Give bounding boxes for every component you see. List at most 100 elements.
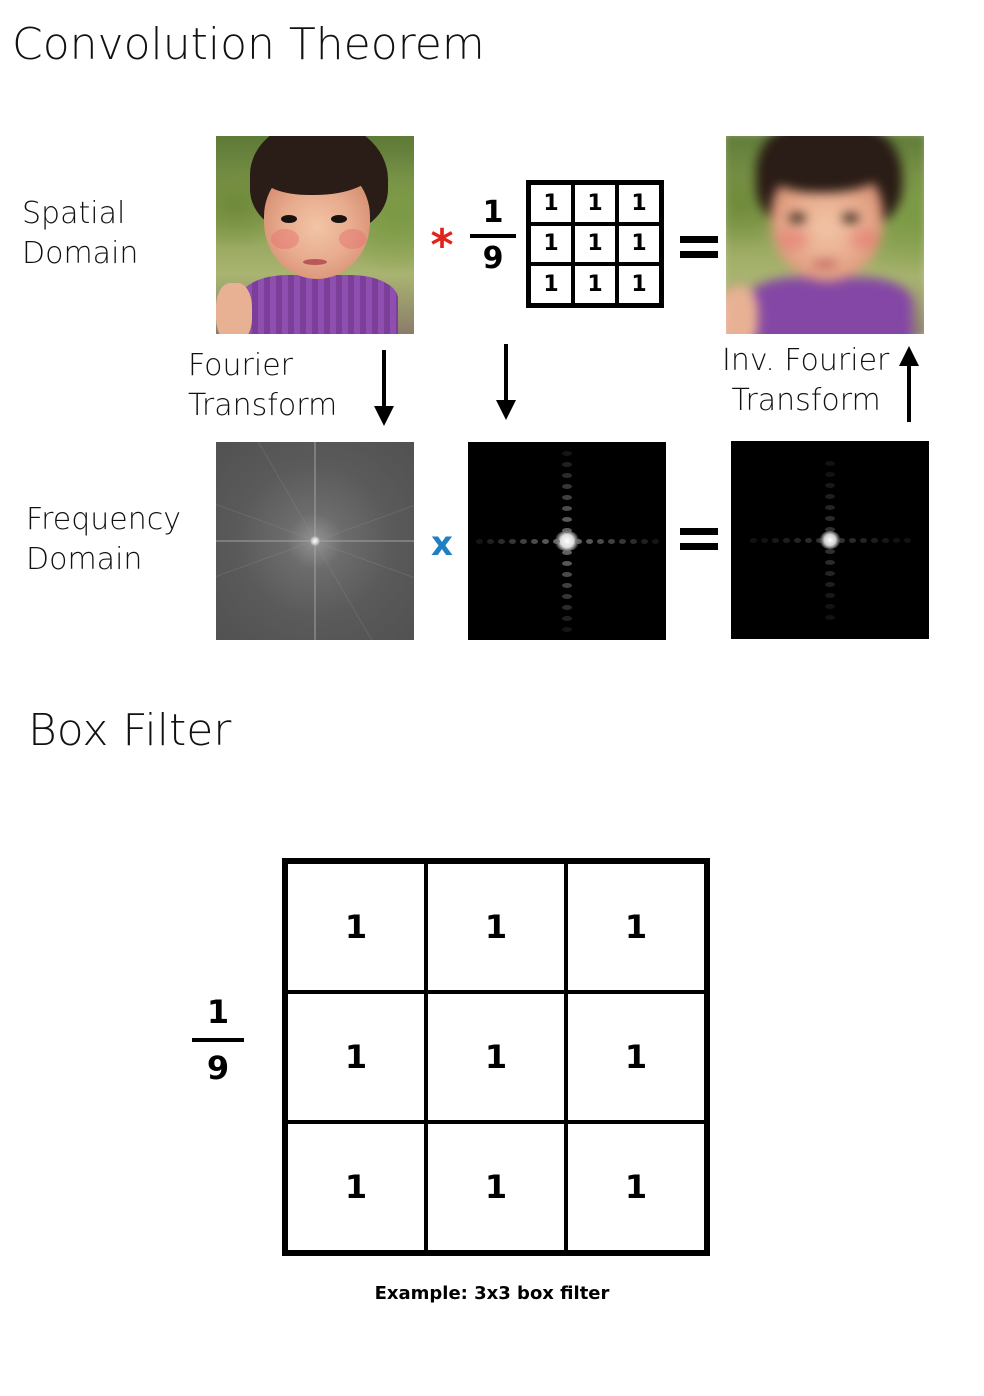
spectrum-dot — [849, 538, 856, 543]
spectrum-dot — [476, 539, 483, 544]
spectrum-dot — [562, 451, 572, 456]
spectrum-dot — [825, 571, 835, 576]
spectrum-dot — [825, 494, 835, 499]
spectrum-dot — [871, 538, 878, 543]
spectrum-dot — [542, 539, 549, 544]
spectrum-dot — [860, 538, 867, 543]
kernel-cell: 1 — [426, 992, 566, 1122]
spectrum-dot — [882, 538, 889, 543]
spectrum-dot — [750, 538, 757, 543]
kernel-cell: 1 — [529, 183, 573, 224]
spectrum-dot — [562, 616, 572, 621]
kernel-cell: 1 — [617, 223, 661, 265]
kernel-cell: 1 — [573, 183, 617, 224]
fraction-denominator: 9 — [206, 1049, 230, 1087]
spectrum-dot — [825, 615, 835, 620]
spectrum-dot — [562, 561, 572, 566]
input-photo — [216, 136, 414, 334]
product-spectrum — [731, 441, 929, 639]
kernel-cell: 1 — [573, 223, 617, 265]
spectrum-dot — [562, 528, 572, 533]
spectrum-dot — [630, 539, 637, 544]
spectrum-dot — [562, 484, 572, 489]
spectrum-dot — [562, 495, 572, 500]
kernel-cell: 1 — [566, 992, 706, 1122]
spectrum-dot — [794, 538, 801, 543]
spectrum-dot — [641, 539, 648, 544]
spectrum-dot — [562, 572, 572, 577]
spectrum-dot — [575, 539, 582, 544]
equals-sign — [680, 236, 718, 266]
spectrum-dot — [562, 627, 572, 632]
down-arrow-icon — [496, 344, 516, 420]
equals-sign — [680, 528, 718, 558]
kernel-cell: 1 — [566, 862, 706, 992]
spectrum-dot — [509, 539, 516, 544]
kernel-cell: 1 — [566, 1122, 706, 1252]
spectrum-dot — [562, 506, 572, 511]
spectrum-dot — [652, 539, 659, 544]
multiplication-operator: x — [431, 524, 453, 564]
kernel-cell: 1 — [617, 264, 661, 305]
spectrum-dot — [825, 582, 835, 587]
kernel-cell: 1 — [286, 992, 426, 1122]
spectrum-dot — [893, 538, 900, 543]
spectrum-dot — [586, 539, 593, 544]
spectrum-dot — [825, 505, 835, 510]
spectrum-dot — [805, 538, 812, 543]
spectrum-dot — [562, 594, 572, 599]
spectrum-dot — [608, 539, 615, 544]
up-arrow-icon — [899, 346, 919, 422]
fraction-bar — [470, 234, 516, 238]
spectrum-dot — [783, 538, 790, 543]
spectrum-dot — [772, 538, 779, 543]
kernel-cell: 1 — [617, 183, 661, 224]
spectrum-dot — [825, 560, 835, 565]
fraction-denominator: 9 — [482, 241, 504, 276]
fourier-transform-label: Fourier Transform — [188, 348, 338, 423]
spectrum-dot — [520, 539, 527, 544]
fraction-numerator: 1 — [482, 195, 504, 230]
box-filter-fraction: 1 9 — [190, 994, 246, 1086]
spectrum-dot — [487, 539, 494, 544]
spectrum-dot — [825, 593, 835, 598]
spectrum-dot — [619, 539, 626, 544]
spectrum-dot — [825, 461, 835, 466]
kernel-cell: 1 — [426, 1122, 566, 1252]
spectrum-dot — [825, 549, 835, 554]
spectrum-dot — [562, 517, 572, 522]
spectrum-dot — [816, 538, 823, 543]
spectrum-dot — [562, 605, 572, 610]
fraction-bar — [192, 1038, 244, 1042]
fraction-numerator: 1 — [206, 993, 230, 1031]
kernel-spectrum — [468, 442, 666, 640]
spectrum-dot — [825, 604, 835, 609]
spectrum-dot — [825, 483, 835, 488]
spectrum-dot — [531, 539, 538, 544]
spectrum-dot — [597, 539, 604, 544]
kernel-cell: 1 — [573, 264, 617, 305]
small-kernel-fraction: 1 9 — [468, 196, 518, 276]
image-spectrum — [216, 442, 414, 640]
spectrum-dot — [562, 462, 572, 467]
kernel-cell: 1 — [529, 223, 573, 265]
spatial-domain-label: Spatial Domain — [22, 196, 139, 271]
spectrum-dot — [553, 539, 560, 544]
kernel-cell: 1 — [426, 862, 566, 992]
down-arrow-icon — [374, 350, 394, 426]
spectrum-dot — [825, 527, 835, 532]
kernel-cell: 1 — [286, 862, 426, 992]
kernel-cell: 1 — [529, 264, 573, 305]
section-title-box-filter: Box Filter — [28, 705, 232, 756]
frequency-domain-label: Frequency Domain — [26, 502, 181, 577]
page-title: Convolution Theorem — [12, 19, 485, 70]
spectrum-dot — [825, 516, 835, 521]
output-blurred-photo — [726, 136, 924, 334]
spectrum-dot — [562, 583, 572, 588]
spectrum-dot — [761, 538, 768, 543]
spectrum-dot — [904, 538, 911, 543]
spectrum-dot — [498, 539, 505, 544]
spectrum-dot — [562, 473, 572, 478]
